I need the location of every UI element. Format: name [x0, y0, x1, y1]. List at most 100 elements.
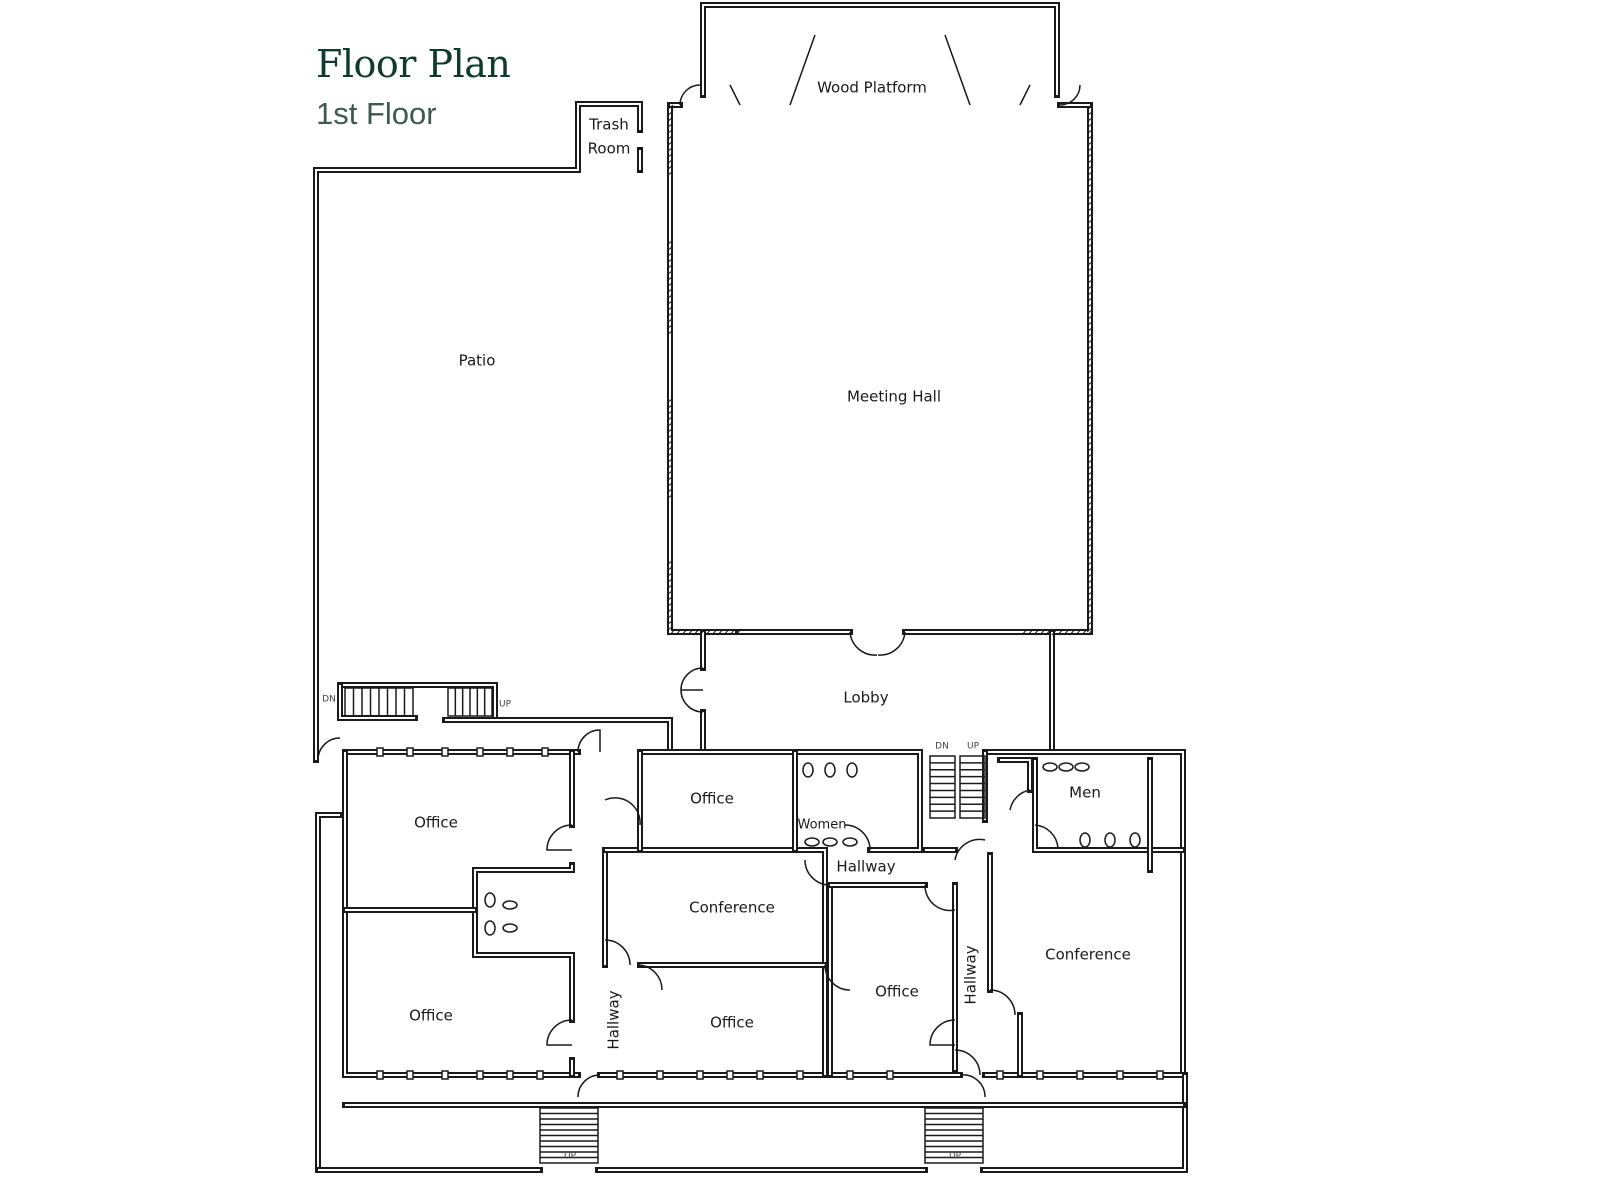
sink-icon: [822, 837, 838, 847]
wall-hatch: [666, 275, 674, 282]
wall-hatch: [1086, 314, 1094, 321]
wall: [902, 102, 1093, 635]
wall-hatch: [1086, 308, 1094, 315]
wall: [337, 682, 498, 723]
wall-hatch: [666, 625, 674, 632]
wall: [667, 102, 741, 635]
door-swing: [954, 838, 986, 861]
wall-hatch: [1086, 380, 1094, 387]
wall-hatch: [1086, 470, 1094, 477]
wall-hatch: [666, 583, 674, 590]
wall-hatch: [1039, 628, 1046, 636]
wall-hatch: [666, 433, 674, 440]
wall-hatch: [1086, 146, 1094, 153]
column: [756, 1070, 764, 1080]
wall-inner: [985, 751, 1184, 1075]
wall-hatch: [1086, 602, 1094, 609]
wall-hatch: [1086, 206, 1094, 213]
toilet-icon: [1104, 832, 1116, 848]
wall-hatch: [1086, 326, 1094, 333]
wall-hatch: [1086, 320, 1094, 327]
wall-hatch: [666, 146, 674, 153]
wall-hatch: [666, 601, 674, 608]
room-label-office: Office: [710, 1014, 754, 1032]
column: [846, 1070, 854, 1080]
wall-hatch: [666, 263, 674, 270]
wall-hatch: [1086, 512, 1094, 519]
wall-hatch: [1086, 164, 1094, 171]
wall-hatch: [705, 628, 712, 636]
wall-hatch: [666, 439, 674, 446]
wall-hatch: [1086, 614, 1094, 621]
column: [1116, 1070, 1124, 1080]
stair-label-dn: DN: [322, 695, 336, 705]
wall-hatch: [1027, 628, 1034, 636]
wall-hatch: [1086, 302, 1094, 309]
door-swing: [944, 34, 1031, 106]
wall-hatch: [666, 421, 674, 428]
door-swing: [604, 939, 631, 966]
wall-hatch: [666, 110, 674, 117]
wall: [342, 749, 581, 1078]
wall-hatch: [1086, 590, 1094, 597]
column: [1036, 1070, 1044, 1080]
door-swing: [639, 964, 663, 991]
stairs-center-up: [959, 755, 986, 819]
room-label-hallway: Hallway: [836, 858, 895, 876]
wall-hatch: [1086, 140, 1094, 147]
wall-hatch: [1086, 584, 1094, 591]
wall-hatch: [666, 397, 674, 404]
wall-hatch: [1086, 398, 1094, 405]
wall-inner: [640, 751, 921, 851]
toilet-icon: [1079, 832, 1091, 848]
wall-hatch: [666, 403, 674, 410]
wall-hatch: [717, 628, 724, 636]
column: [376, 1070, 384, 1080]
wall-inner: [445, 719, 671, 752]
wall-hatch: [1086, 440, 1094, 447]
wall-hatch: [666, 170, 674, 177]
toilet-icon: [824, 762, 836, 778]
sink-icon: [804, 837, 820, 847]
door-swing: [604, 797, 641, 826]
toilet-icon: [1129, 832, 1141, 848]
wall-hatch: [666, 140, 674, 147]
wall-hatch: [1086, 608, 1094, 615]
stair-label-up: UP: [967, 742, 980, 752]
wall-inner: [339, 685, 415, 719]
wall-hatch: [1086, 224, 1094, 231]
wall-hatch: [1086, 170, 1094, 177]
wall-hatch: [1086, 122, 1094, 129]
wall-hatch: [1086, 350, 1094, 357]
wall-hatch: [666, 293, 674, 300]
wall-hatch: [666, 134, 674, 141]
door-swing: [849, 631, 878, 656]
wall-hatch: [1086, 284, 1094, 291]
wall-hatch: [666, 323, 674, 330]
wall-hatch: [666, 311, 674, 318]
wall-hatch: [1086, 494, 1094, 501]
wall-hatch: [666, 158, 674, 165]
column: [1156, 1070, 1164, 1080]
wall-hatch: [1086, 182, 1094, 189]
column: [506, 1070, 514, 1080]
column: [476, 747, 484, 757]
door-swing: [989, 989, 1016, 1016]
wall-hatch: [666, 317, 674, 324]
wall-hatch: [666, 305, 674, 312]
wall-hatch: [1086, 434, 1094, 441]
wall: [472, 862, 575, 1023]
wall-hatch: [711, 628, 718, 636]
wall-hatch: [666, 469, 674, 476]
room-label-hallway: Hallway: [962, 945, 980, 1004]
stair-label-up: UP: [564, 1152, 577, 1162]
wall-inner: [317, 814, 340, 1170]
wall-hatch: [1086, 212, 1094, 219]
wall-hatch: [1086, 428, 1094, 435]
column: [696, 1070, 704, 1080]
wall: [997, 757, 1033, 793]
walls: [313, 2, 1188, 1173]
wall-hatch: [666, 475, 674, 482]
room-label-lobby: Lobby: [843, 689, 888, 707]
